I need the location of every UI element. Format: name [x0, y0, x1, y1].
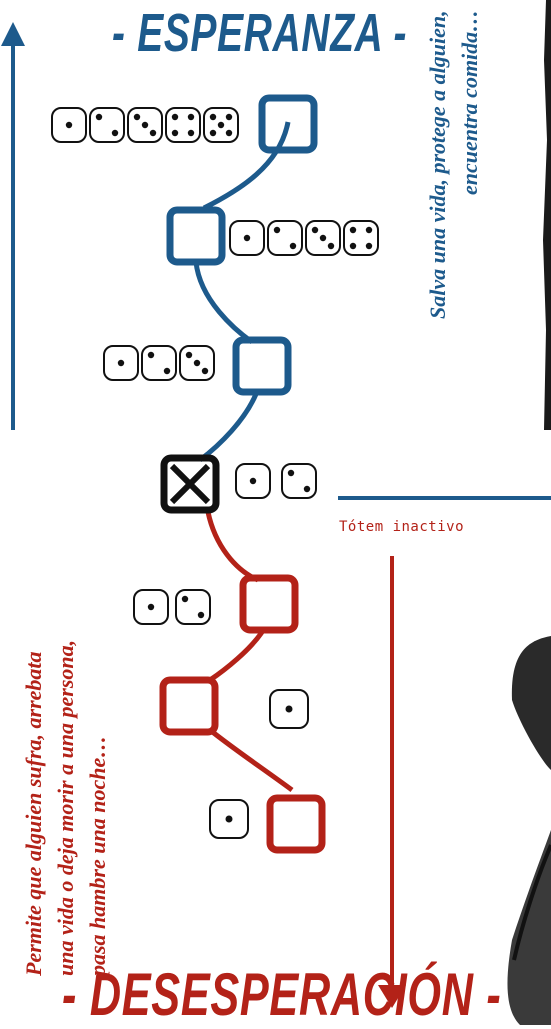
dice-group: [229, 220, 379, 256]
arrow-up-icon: [1, 22, 25, 430]
die-face-2: [281, 463, 317, 499]
track-box: [266, 794, 326, 854]
die-face-1: [133, 589, 169, 625]
die-face-2: [267, 220, 303, 256]
side-panel-edge: [543, 0, 551, 430]
die-face-2: [175, 589, 211, 625]
die-face-1: [51, 107, 87, 143]
die-face-1: [229, 220, 265, 256]
die-face-1: [235, 463, 271, 499]
track-box: [239, 574, 299, 634]
dice-group: [269, 689, 309, 729]
die-face-1: [209, 799, 249, 839]
die-face-2: [141, 345, 177, 381]
die-face-5: [203, 107, 239, 143]
side-panel-figure: [507, 830, 551, 1025]
x-mark-icon: [169, 463, 211, 505]
die-face-1: [103, 345, 139, 381]
track-box: [166, 206, 226, 266]
track-box-marked: [160, 454, 220, 514]
side-panel-figure: [511, 636, 551, 770]
arrow-down-icon: [378, 556, 406, 1008]
dice-group: [103, 345, 215, 381]
die-face-4: [343, 220, 379, 256]
dice-group: [235, 463, 317, 499]
dice-group: [209, 799, 249, 839]
die-face-2: [89, 107, 125, 143]
despair-title: - DESESPERACIÓN -: [62, 961, 502, 1028]
die-face-4: [165, 107, 201, 143]
die-face-3: [127, 107, 163, 143]
hope-title: - ESPERANZA -: [112, 3, 408, 63]
die-face-1: [269, 689, 309, 729]
dice-group: [133, 589, 211, 625]
totem-inactive-label: Tótem inactivo: [339, 519, 465, 535]
die-face-3: [179, 345, 215, 381]
track-box: [232, 336, 292, 396]
die-face-3: [305, 220, 341, 256]
track-box: [159, 676, 219, 736]
track-box: [258, 94, 318, 154]
dice-group: [51, 107, 239, 143]
